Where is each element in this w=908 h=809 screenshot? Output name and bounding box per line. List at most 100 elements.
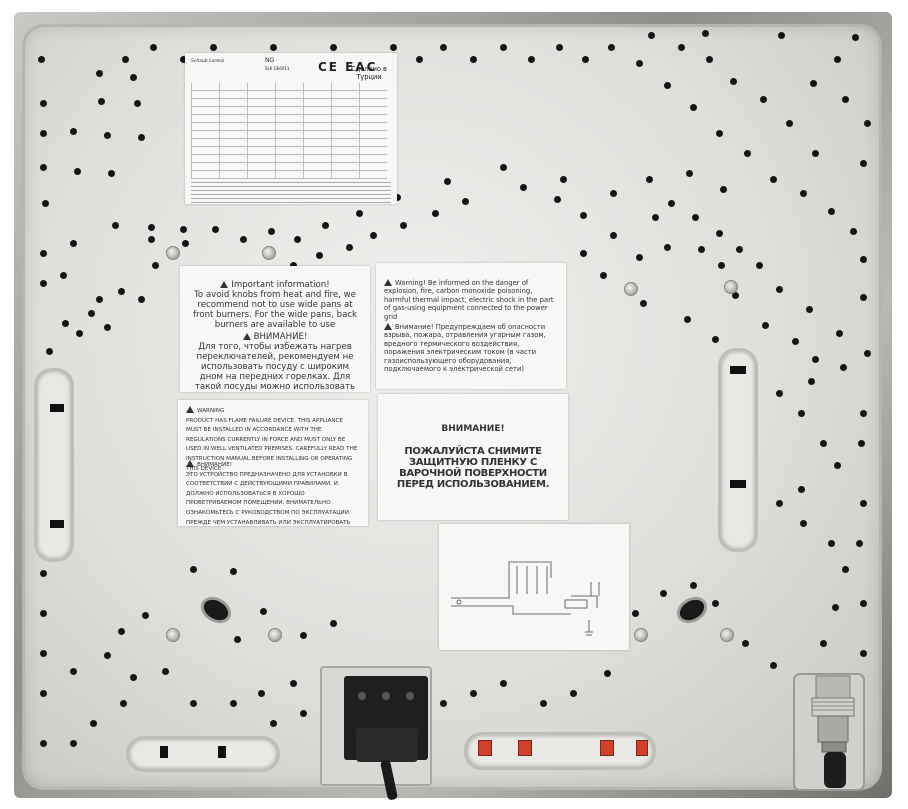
screw bbox=[720, 628, 734, 642]
vent-hole bbox=[42, 200, 49, 207]
vent-hole bbox=[760, 96, 767, 103]
vent-hole bbox=[834, 462, 841, 469]
info-title-en: Important information! bbox=[231, 280, 330, 290]
vent-hole bbox=[230, 700, 237, 707]
terminal-pin bbox=[406, 692, 414, 700]
vent-hole bbox=[300, 632, 307, 639]
vent-hole bbox=[122, 56, 129, 63]
vent-hole bbox=[322, 222, 329, 229]
vent-hole bbox=[76, 330, 83, 337]
vent-hole bbox=[190, 700, 197, 707]
warning-body-en: Warning! Be informed on the danger of ex… bbox=[384, 279, 554, 321]
right-slot-clip-top bbox=[730, 366, 746, 374]
vent-hole bbox=[820, 640, 827, 647]
vent-hole bbox=[540, 700, 547, 707]
vent-hole bbox=[860, 256, 867, 263]
warning-triangle-icon bbox=[186, 406, 194, 413]
vent-hole bbox=[500, 680, 507, 687]
vent-hole bbox=[580, 212, 587, 219]
gas-inlet-fitting bbox=[793, 673, 865, 791]
vent-hole bbox=[860, 500, 867, 507]
vent-hole bbox=[698, 246, 705, 253]
latch-red-b bbox=[518, 740, 532, 756]
vent-hole bbox=[152, 262, 159, 269]
remove-film-sticker: ВНИМАНИЕ! ПОЖАЛУЙСТА СНИМИТЕ ЗАЩИТНУЮ ПЛ… bbox=[378, 394, 568, 520]
vent-hole bbox=[556, 44, 563, 51]
right-slot-clip-bottom bbox=[730, 480, 746, 488]
vent-hole bbox=[660, 590, 667, 597]
vent-hole bbox=[290, 680, 297, 687]
vent-hole bbox=[180, 56, 187, 63]
left-slot bbox=[34, 368, 74, 562]
vent-hole bbox=[664, 82, 671, 89]
vent-hole bbox=[138, 134, 145, 141]
vent-hole bbox=[180, 226, 187, 233]
model-number: SLK GE6011 bbox=[265, 66, 290, 71]
vent-hole bbox=[832, 604, 839, 611]
vent-hole bbox=[820, 440, 827, 447]
vent-hole bbox=[528, 56, 535, 63]
vent-hole bbox=[440, 700, 447, 707]
vent-hole bbox=[330, 44, 337, 51]
vent-hole bbox=[40, 100, 47, 107]
vent-hole bbox=[860, 410, 867, 417]
vent-hole bbox=[684, 316, 691, 323]
country-of-origin: Сделано в Турции bbox=[351, 65, 387, 81]
vent-hole bbox=[692, 214, 699, 221]
vent-hole bbox=[716, 130, 723, 137]
info-title-ru: ВНИМАНИЕ! bbox=[253, 332, 308, 342]
important-information-sticker: Important information! To avoid knobs fr… bbox=[180, 266, 370, 392]
bottom-right-slot bbox=[464, 732, 656, 770]
left-slot-clip-top bbox=[50, 404, 64, 412]
vent-hole bbox=[470, 56, 477, 63]
vent-hole bbox=[678, 44, 685, 51]
vent-hole bbox=[776, 286, 783, 293]
warning-triangle-icon bbox=[384, 279, 392, 286]
vent-hole bbox=[668, 200, 675, 207]
vent-hole bbox=[70, 240, 77, 247]
vent-hole bbox=[60, 272, 67, 279]
vent-hole bbox=[864, 120, 871, 127]
vent-hole bbox=[212, 226, 219, 233]
cable-clamp bbox=[356, 728, 418, 762]
vent-hole bbox=[500, 164, 507, 171]
warning-triangle-icon bbox=[186, 460, 194, 467]
fine-print bbox=[191, 181, 391, 203]
vent-hole bbox=[346, 244, 353, 251]
vent-hole bbox=[70, 740, 77, 747]
vent-hole bbox=[812, 356, 819, 363]
vent-hole bbox=[842, 96, 849, 103]
vent-hole bbox=[98, 98, 105, 105]
vent-hole bbox=[500, 44, 507, 51]
vent-hole bbox=[70, 668, 77, 675]
vent-hole bbox=[860, 294, 867, 301]
vent-hole bbox=[570, 690, 577, 697]
vent-hole bbox=[118, 628, 125, 635]
vent-hole bbox=[190, 566, 197, 573]
flame-failure-sticker: WARNING PRODUCT HAS FLAME FAILURE DEVICE… bbox=[178, 400, 368, 526]
brand-logo: Schaub Lorenz bbox=[191, 59, 225, 64]
screw bbox=[268, 628, 282, 642]
vent-hole bbox=[778, 32, 785, 39]
vent-hole bbox=[776, 500, 783, 507]
vent-hole bbox=[148, 224, 155, 231]
vent-hole bbox=[560, 176, 567, 183]
vent-hole bbox=[90, 720, 97, 727]
vent-hole bbox=[112, 222, 119, 229]
warning-triangle-icon bbox=[384, 323, 392, 330]
remove-film-body: ПОЖАЛУЙСТА СНИМИТЕ ЗАЩИТНУЮ ПЛЕНКУ С ВАР… bbox=[396, 446, 550, 490]
vent-hole bbox=[300, 710, 307, 717]
vent-hole bbox=[40, 164, 47, 171]
vent-hole bbox=[40, 280, 47, 287]
vent-hole bbox=[270, 720, 277, 727]
vent-hole bbox=[108, 170, 115, 177]
vent-hole bbox=[852, 34, 859, 41]
vent-hole bbox=[786, 120, 793, 127]
vent-hole bbox=[40, 250, 47, 257]
vent-hole bbox=[600, 272, 607, 279]
vent-hole bbox=[858, 440, 865, 447]
vent-hole bbox=[46, 348, 53, 355]
warning-body-ru: Внимание! Предупреждаем об опасности взр… bbox=[384, 323, 546, 374]
flame-body-ru: ЭТО УСТРОЙСТВО ПРЕДНАЗНАЧЕНО ДЛЯ УСТАНОВ… bbox=[186, 471, 351, 526]
